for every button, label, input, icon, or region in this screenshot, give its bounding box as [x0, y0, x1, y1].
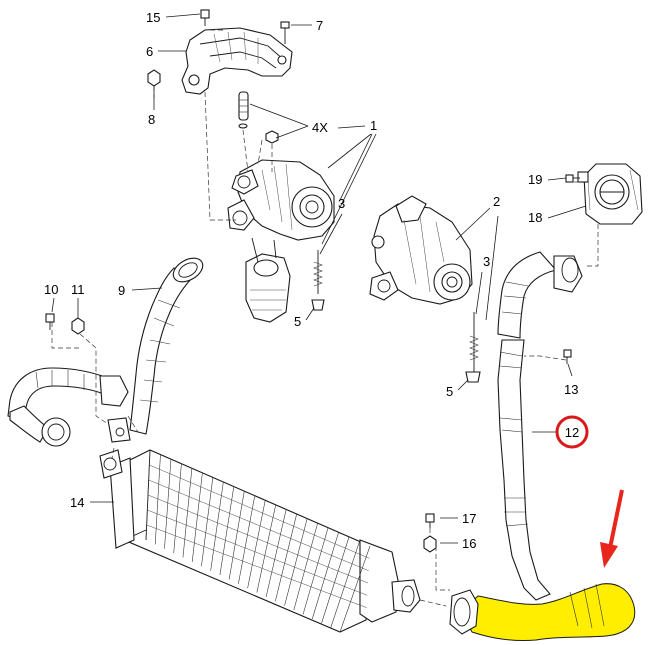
throttle-body	[577, 163, 643, 225]
nut-8-icon	[147, 69, 161, 87]
callout-9: 9	[118, 283, 125, 298]
spring-3-left	[313, 250, 323, 294]
callout-11: 11	[71, 282, 85, 297]
intercooler-fins	[145, 449, 371, 633]
highlighted-hose	[449, 583, 636, 641]
callout-17: 17	[462, 511, 476, 526]
heat-shield-bracket	[181, 27, 293, 95]
callout-4x: 4X	[312, 120, 328, 135]
red-arrow-icon	[600, 489, 624, 568]
callout-15: 15	[146, 10, 160, 25]
hose-12	[497, 251, 583, 339]
callout-5-left: 5	[294, 314, 301, 329]
hose-bracket	[107, 417, 131, 443]
callout-5-right: 5	[446, 384, 453, 399]
clip-5-right-icon	[465, 371, 481, 383]
callout-19: 19	[528, 172, 542, 187]
callout-2: 2	[493, 194, 500, 209]
callout-7: 7	[316, 18, 323, 33]
callout-10: 10	[44, 282, 58, 297]
bolt-10-icon	[45, 313, 55, 330]
turbocharger-left	[227, 159, 335, 323]
callout-14: 14	[70, 495, 84, 510]
callout-18: 18	[528, 210, 542, 225]
leader-lines	[51, 13, 587, 544]
callout-3-right: 3	[483, 254, 490, 269]
clip-5-left-icon	[311, 299, 325, 311]
turbocharger-right	[369, 195, 473, 305]
long-air-pipe	[497, 339, 551, 601]
alignment-lines	[51, 29, 599, 607]
highlight-circle	[555, 415, 589, 449]
bolt-15-icon	[200, 9, 210, 26]
bolt-11-icon	[71, 317, 85, 335]
bolt-17-icon	[425, 513, 435, 528]
callout-13: 13	[564, 382, 578, 397]
callout-1: 1	[370, 118, 377, 133]
nut-16-icon	[423, 535, 437, 553]
callout-16: 16	[462, 536, 476, 551]
stud-bolts	[238, 91, 279, 144]
callout-12: 12	[565, 425, 579, 440]
callout-6: 6	[146, 44, 153, 59]
callout-8: 8	[148, 112, 155, 127]
bolt-7-icon	[280, 21, 290, 44]
callout-labels: 15 7 6 8 4X 1 3 9 5 10 11 2 3 5 19 18 13…	[44, 10, 589, 551]
bolt-19-icon	[565, 174, 580, 183]
lower-left-hose	[7, 367, 129, 447]
callout-3-left: 3	[338, 196, 345, 211]
hose-9	[129, 257, 204, 435]
spring-3-right	[469, 312, 479, 372]
bolt-13-icon	[563, 349, 572, 364]
intercooler	[99, 449, 421, 633]
